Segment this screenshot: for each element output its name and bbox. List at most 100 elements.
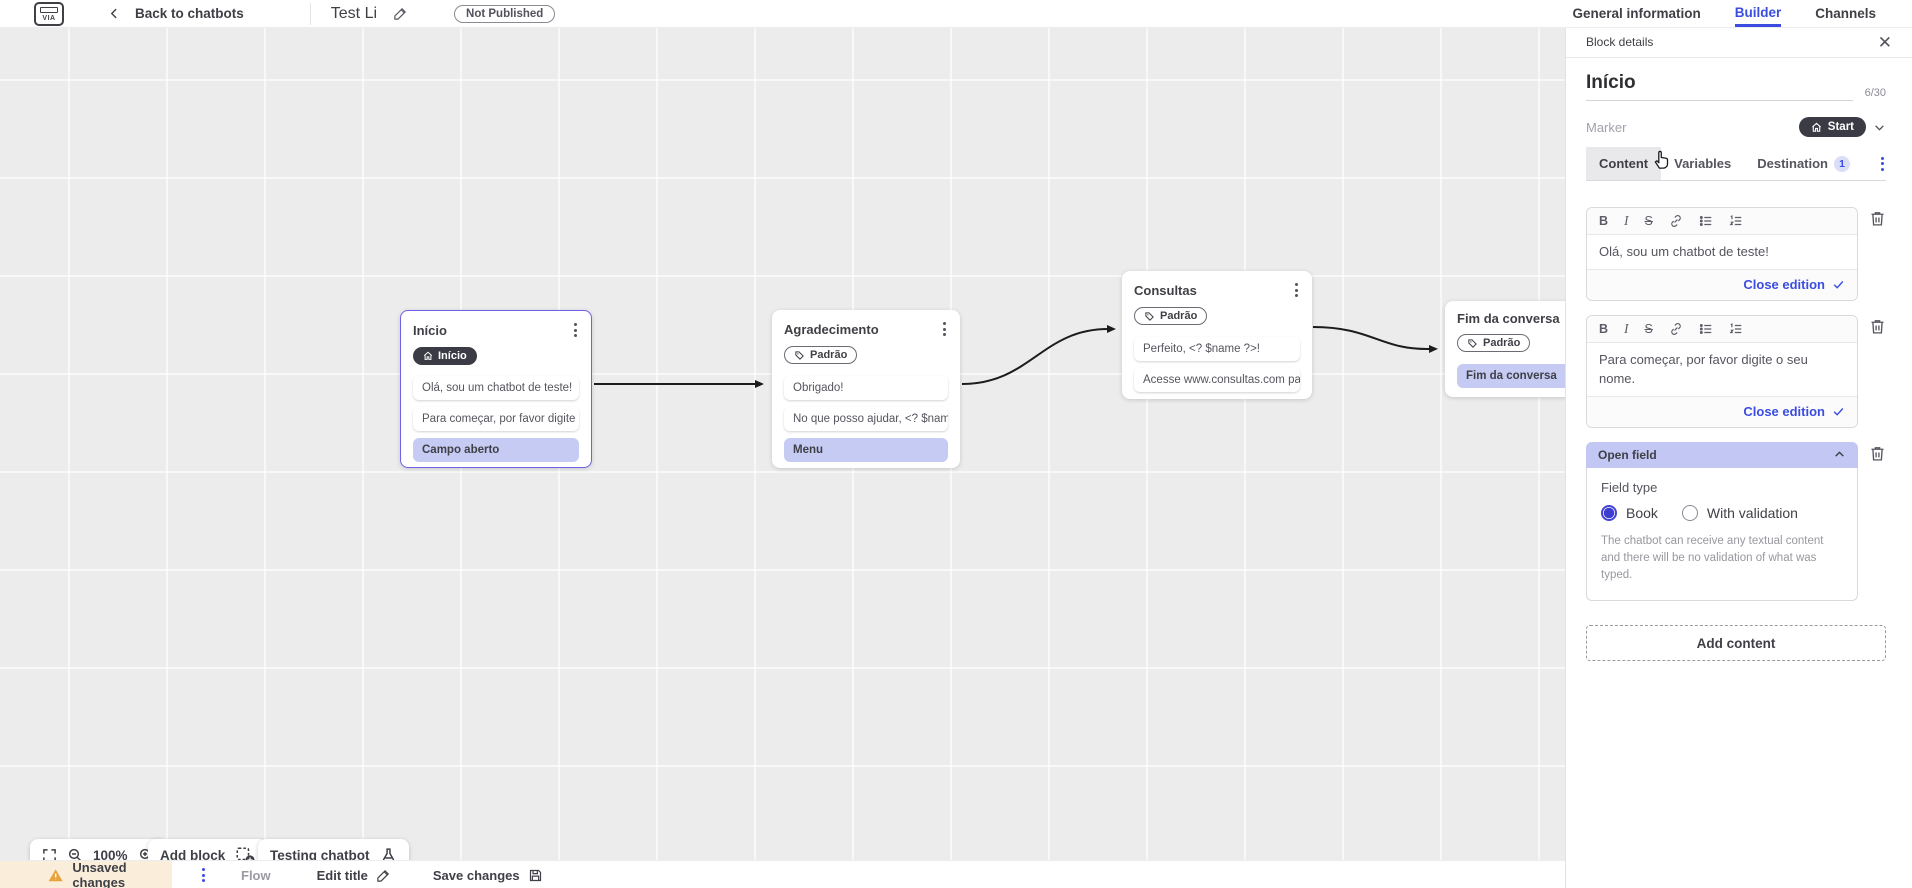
- home-icon: [1811, 122, 1821, 132]
- unordered-list-icon[interactable]: [1699, 322, 1713, 336]
- bold-icon[interactable]: B: [1599, 321, 1609, 336]
- back-to-chatbots-link[interactable]: Back to chatbots: [135, 6, 244, 21]
- radio-with-validation[interactable]: With validation: [1681, 504, 1798, 521]
- open-field-body: Field type Book With validation The chat…: [1586, 467, 1858, 602]
- block-menu-icon[interactable]: [1293, 281, 1300, 299]
- block-title: Consultas: [1134, 282, 1197, 298]
- block-row[interactable]: Para começar, por favor digite o ...: [413, 407, 579, 431]
- chevron-down-icon[interactable]: [1873, 121, 1886, 134]
- tab-destination[interactable]: Destination 1: [1744, 147, 1863, 180]
- block-row[interactable]: Obrigado!: [784, 375, 948, 400]
- status-badge: Not Published: [454, 4, 556, 23]
- warning-icon: [48, 868, 63, 881]
- radio-book[interactable]: Book: [1601, 504, 1658, 521]
- text-editor[interactable]: B I S Para começar, por favor digite o s…: [1586, 314, 1858, 428]
- link-icon[interactable]: [1669, 214, 1683, 228]
- bold-icon[interactable]: B: [1599, 214, 1609, 228]
- block-name-row: Início 6/30: [1586, 72, 1886, 101]
- block-row[interactable]: No que posso ajudar, <? $name ...: [784, 406, 948, 431]
- editor-toolbar: B I S: [1587, 208, 1857, 235]
- editor-text[interactable]: Olá, sou um chatbot de teste!: [1599, 244, 1769, 259]
- tab-general-information[interactable]: General information: [1572, 6, 1701, 21]
- flow-view-button[interactable]: Flow: [241, 867, 271, 883]
- content-item: B I S Para começar, por favor digite o s…: [1586, 314, 1886, 428]
- app-logo: VIA: [34, 1, 64, 26]
- marker-row: Marker Start: [1586, 117, 1886, 137]
- block-title: Agradecimento: [784, 321, 879, 337]
- check-icon: [1833, 408, 1844, 416]
- italic-icon[interactable]: I: [1624, 213, 1629, 228]
- editor-text[interactable]: Para começar, por favor digite o seu nom…: [1599, 351, 1808, 387]
- content-item: B I S Olá, sou um chatbot de teste! Clos…: [1586, 207, 1886, 301]
- trash-icon[interactable]: [1858, 442, 1886, 462]
- trash-icon[interactable]: [1858, 315, 1886, 335]
- link-icon[interactable]: [1669, 322, 1683, 336]
- char-counter: 6/30: [1864, 87, 1886, 99]
- panel-menu-icon[interactable]: [1879, 155, 1886, 173]
- editor-toolbar: B I S: [1587, 315, 1857, 343]
- tag-icon: [1468, 338, 1477, 348]
- tab-variables[interactable]: Variables: [1674, 156, 1732, 171]
- radio-selected-icon: [1601, 504, 1617, 521]
- testing-chatbot-label: Testing chatbot: [270, 847, 370, 863]
- block-row[interactable]: Olá, sou um chatbot de teste!: [413, 376, 579, 400]
- panel-title: Block details: [1586, 35, 1654, 49]
- block-details-panel: Block details ✕ Início 6/30 Marker Start: [1565, 27, 1912, 888]
- add-content-button[interactable]: Add content: [1586, 625, 1886, 662]
- chevron-up-icon[interactable]: [1833, 448, 1846, 461]
- fullscreen-icon[interactable]: [42, 848, 57, 863]
- block-title: Fim da conversa: [1457, 311, 1560, 326]
- topbar-divider: [309, 2, 311, 25]
- trash-icon[interactable]: [1858, 207, 1886, 227]
- default-marker-badge: Padrão: [1457, 334, 1531, 352]
- default-marker-badge: Padrão: [784, 346, 858, 364]
- block-row-menu[interactable]: Menu: [784, 437, 948, 462]
- close-edition-button[interactable]: Close edition: [1587, 268, 1857, 300]
- default-marker-badge: Padrão: [1134, 307, 1208, 325]
- tab-channels[interactable]: Channels: [1815, 6, 1876, 21]
- pencil-icon: [377, 869, 389, 882]
- flow-block-consultas[interactable]: Consultas Padrão Perfeito, <? $name ?>! …: [1122, 271, 1312, 399]
- block-menu-icon[interactable]: [941, 320, 948, 338]
- field-type-label: Field type: [1601, 479, 1658, 495]
- strikethrough-icon[interactable]: S: [1644, 214, 1653, 228]
- edit-title-icon[interactable]: [393, 6, 408, 21]
- close-icon[interactable]: ✕: [1877, 32, 1892, 52]
- block-row[interactable]: Acesse www.consultas.com par...: [1134, 367, 1300, 392]
- topbar: VIA Back to chatbots Test Li Not Publish…: [0, 0, 1912, 28]
- edit-title-button[interactable]: Edit title: [317, 868, 391, 883]
- chatbot-title[interactable]: Test Li: [330, 4, 378, 22]
- radio-unselected-icon: [1681, 504, 1698, 521]
- tab-builder[interactable]: Builder: [1734, 0, 1782, 27]
- ordered-list-icon[interactable]: [1729, 322, 1743, 336]
- block-title: Início: [413, 322, 447, 338]
- zoom-level: 100%: [93, 847, 128, 863]
- start-marker-badge: Início: [413, 347, 477, 365]
- tab-content[interactable]: Content: [1586, 147, 1662, 180]
- flow-block-agradecimento[interactable]: Agradecimento Padrão Obrigado! No que po…: [772, 310, 960, 468]
- block-menu-icon[interactable]: [572, 321, 579, 339]
- block-row-open-field[interactable]: Campo aberto: [413, 438, 579, 462]
- block-name-input[interactable]: Início: [1586, 72, 1853, 101]
- unordered-list-icon[interactable]: [1699, 214, 1713, 228]
- open-field-header[interactable]: Open field: [1586, 441, 1858, 468]
- marker-label: Marker: [1586, 119, 1627, 135]
- tag-icon: [795, 350, 804, 360]
- flow-block-inicio[interactable]: Início Início Olá, sou um chatbot de tes…: [400, 310, 592, 468]
- close-edition-button[interactable]: Close edition: [1587, 395, 1857, 427]
- statusbar-menu-icon[interactable]: [200, 866, 207, 884]
- zoom-out-icon[interactable]: [67, 847, 83, 863]
- add-block-label: Add block: [160, 847, 226, 863]
- save-changes-button[interactable]: Save changes: [433, 868, 543, 883]
- save-icon: [529, 869, 541, 881]
- marker-start-pill[interactable]: Start: [1798, 117, 1866, 137]
- italic-icon[interactable]: I: [1624, 320, 1629, 336]
- strikethrough-icon[interactable]: S: [1644, 321, 1653, 336]
- text-editor[interactable]: B I S Olá, sou um chatbot de teste! Clos…: [1586, 207, 1858, 301]
- block-row[interactable]: Perfeito, <? $name ?>!: [1134, 336, 1300, 361]
- panel-header: Block details ✕: [1566, 27, 1912, 58]
- ordered-list-icon[interactable]: [1729, 214, 1743, 228]
- back-chevron-icon[interactable]: [108, 7, 121, 20]
- unsaved-changes-indicator: Unsaved changes: [0, 860, 172, 888]
